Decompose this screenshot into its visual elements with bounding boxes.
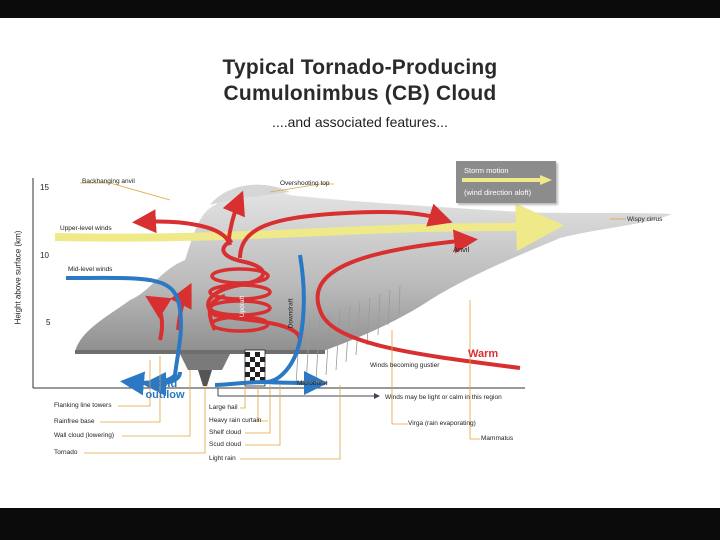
label-backhanging-anvil: Backhanging anvil [82,178,135,185]
label-wispy-cirrus: Wispy cirrus [627,216,663,223]
tornado-diagram [32,178,672,460]
updraft-spiral [208,267,272,333]
label-cold: Cold [152,378,178,390]
label-mammatus: Mammatus [481,435,514,442]
label-virga: Virga (rain evaporating) [408,420,476,427]
label-upper-level-winds: Upper-level winds [60,225,112,232]
subtitle: ....and associated features... [272,114,448,130]
y-axis-title: Height above surface (km) [13,230,23,325]
upper-level-wind-arrow [54,203,564,252]
label-tornado: Tornado [54,449,78,456]
label-scud-cloud: Scud cloud [209,441,242,448]
label-winds-may-be-light: Winds may be light or calm in this regio… [385,394,502,401]
label-light-rain: Light rain [209,455,236,462]
leader-lines [80,182,626,460]
label-overshooting-top: Overshooting top [280,180,330,187]
label-heavy-rain-curtain: Heavy rain curtain [209,417,262,424]
label-large-hail: Large hail [209,404,238,411]
storm-motion-label: Storm motion [464,166,509,175]
label-anvil: Anvil [453,245,470,254]
tornado-funnel [198,370,212,386]
y-tick-15: 15 [40,183,49,192]
checker-pattern [245,352,265,382]
slide: Typical Tornado-Producing Cumulonimbus (… [0,18,720,508]
label-downdraft: Downdraft [287,298,295,329]
label-wall-cloud: Wall cloud (lowering) [54,432,115,439]
cloud-base [75,350,325,354]
y-tick-5: 5 [46,318,51,327]
label-mid-level-winds: Mid-level winds [68,266,113,273]
storm-motion-arrow-icon [462,175,552,185]
label-outflow: outflow [145,389,185,401]
wall-cloud [180,354,230,370]
bottom-letterbox [0,508,720,540]
label-flanking-line-towers: Flanking line towers [54,402,112,409]
y-tick-10: 10 [40,251,49,260]
title-line-2: Cumulonimbus (CB) Cloud [223,82,497,105]
warm-air-arrows [132,190,521,370]
label-updraft: Updraft [239,295,247,318]
storm-motion-sublabel: (wind direction aloft) [464,188,532,197]
label-microburst: Microburst [297,380,328,387]
top-letterbox [0,0,720,18]
label-warm: Warm [468,348,499,360]
label-winds-becoming-gustier: Winds becoming gustier [370,362,440,369]
label-rainfree-base: Rainfree base [54,418,95,425]
label-shelf-cloud: Shelf cloud [209,429,242,436]
title-line-1: Typical Tornado-Producing [222,56,498,79]
storm-motion-box: Storm motion (wind direction aloft) [456,161,556,203]
label-cold-outflow: Cold outflow [140,379,190,401]
cold-air-arrows [65,254,328,396]
